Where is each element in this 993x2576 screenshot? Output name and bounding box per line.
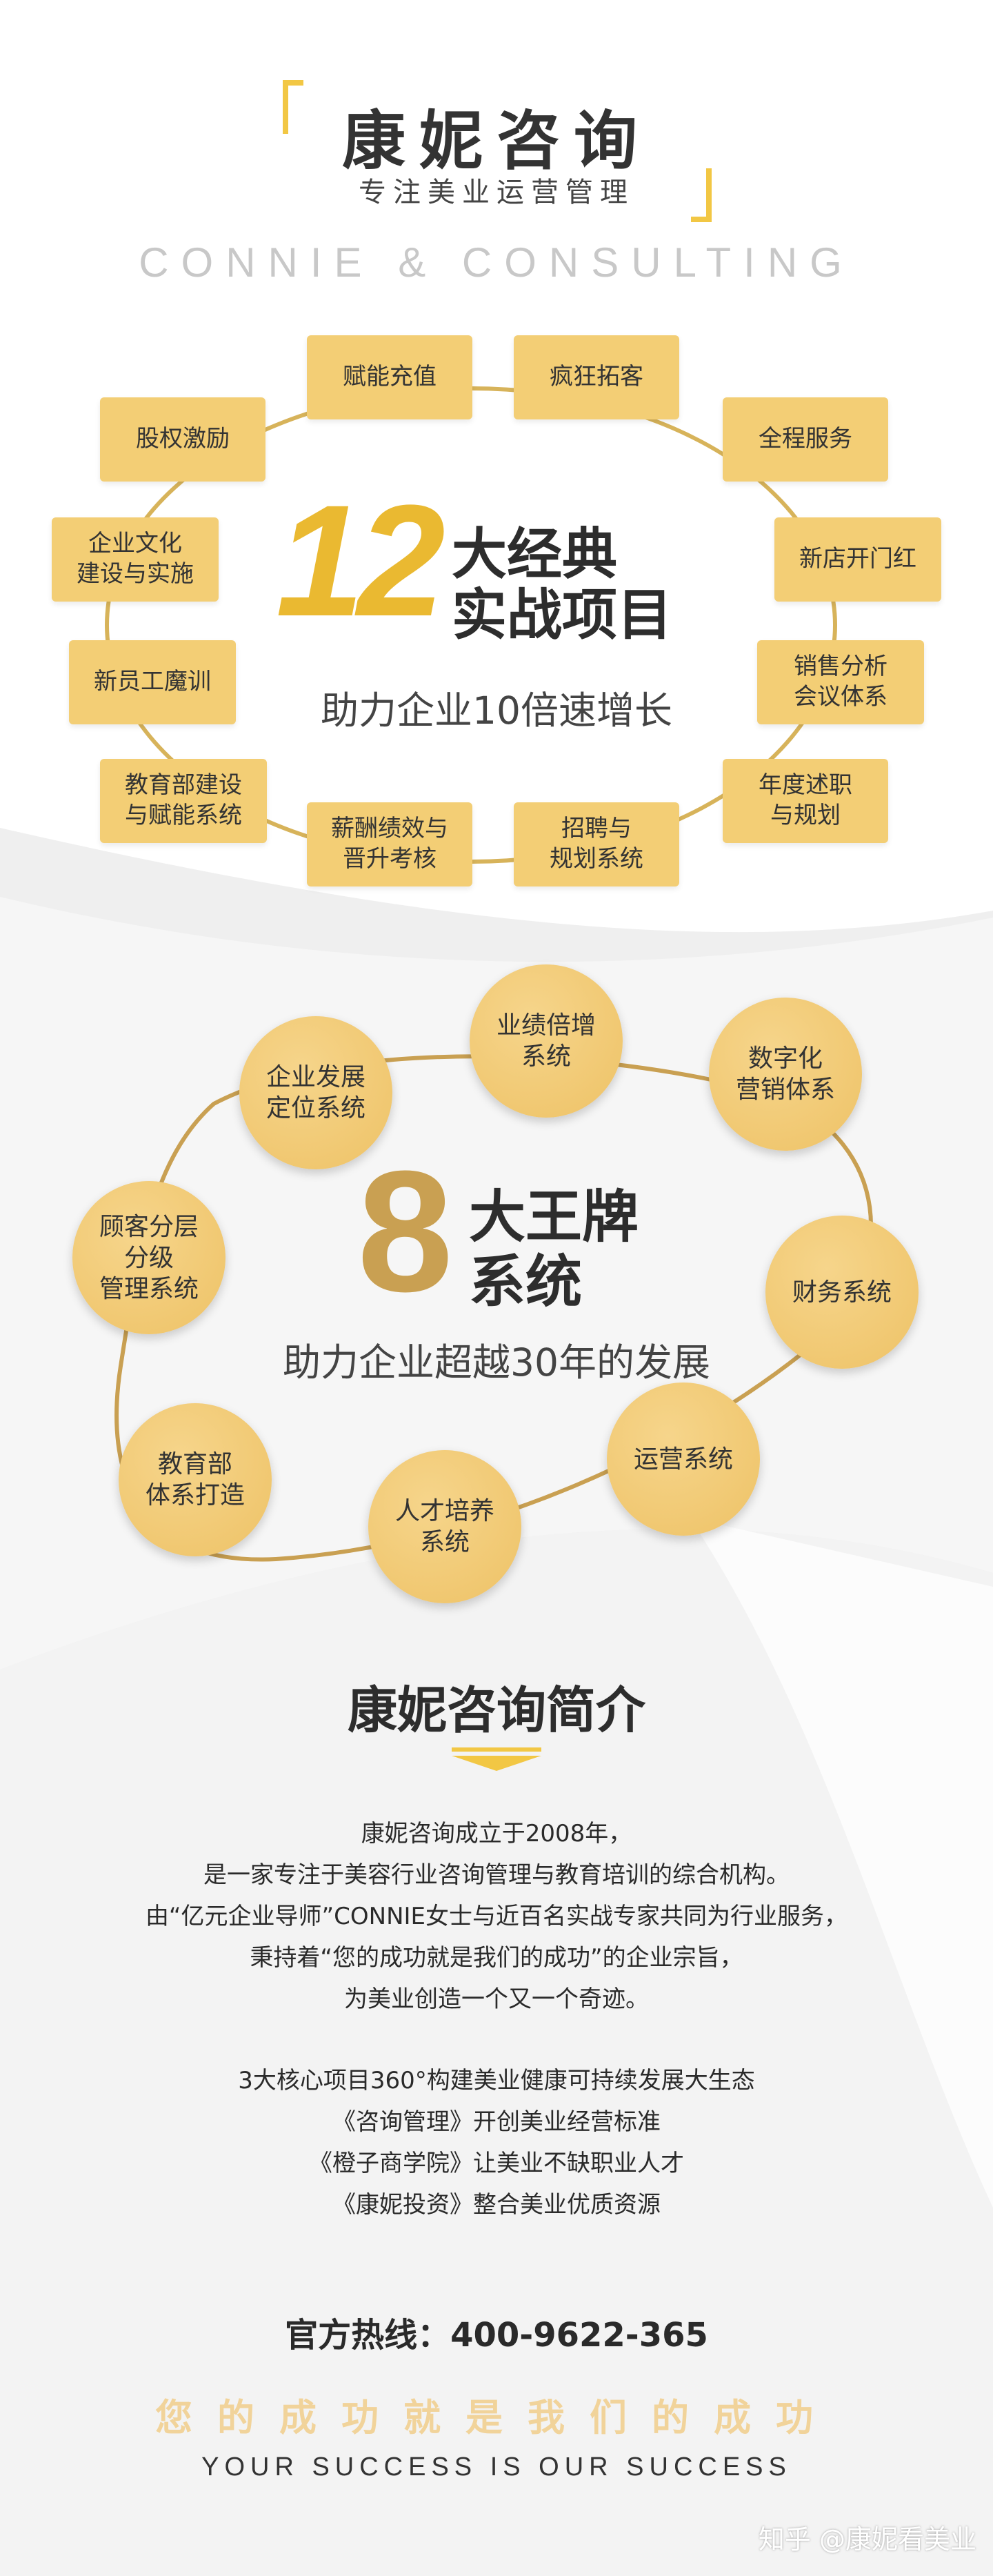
project-tag: 全程服务 (723, 397, 888, 482)
system-circle-label: 顾客分层 分级 管理系统 (99, 1212, 199, 1303)
project-tag-label: 全程服务 (759, 425, 852, 453)
project-tag-label: 疯狂拓客 (550, 363, 643, 391)
project-tag-label: 赋能充值 (343, 363, 437, 391)
brand-subtitle: 专注美业运营管理 (359, 177, 634, 208)
brand-english-name: CONNIE & CONSULTING (139, 239, 854, 286)
system-circle-label: 数字化 营销体系 (735, 1044, 835, 1104)
system-circle-label: 教育部 体系打造 (145, 1450, 245, 1509)
project-tag: 股权激励 (100, 397, 265, 482)
intro-title: 康妮咨询简介 (347, 1681, 645, 1739)
project-tag-label: 销售分析 会议体系 (794, 653, 887, 711)
system-circle-label: 财务系统 (792, 1278, 892, 1307)
number-8: 8 (357, 1135, 454, 1327)
system-circle: 业绩倍增 系统 (470, 964, 623, 1118)
project-tag: 企业文化 建设与实施 (52, 517, 219, 602)
bracket-right-decoration (691, 168, 712, 222)
project-tag: 疯狂拓客 (514, 335, 679, 419)
section8-title-line2: 系统 (469, 1249, 583, 1316)
project-tag-label: 教育部建设 与赋能系统 (125, 771, 242, 829)
number-12: 12 (276, 472, 445, 649)
intro-line: 《康妮投资》整合美业优质资源 (332, 2191, 661, 2219)
project-tag-label: 新店开门红 (799, 545, 916, 573)
project-tag: 新店开门红 (774, 517, 941, 602)
system-circle-label: 人才培养 系统 (394, 1497, 494, 1556)
hotline: 官方热线：400-9622-365 (285, 2316, 708, 2355)
system-circle: 数字化 营销体系 (709, 998, 862, 1151)
system-circle: 顾客分层 分级 管理系统 (72, 1181, 225, 1334)
project-tag-label: 股权激励 (136, 425, 230, 453)
intro-line: 是一家专注于美容行业咨询管理与教育培训的综合机构。 (203, 1861, 790, 1889)
section12-title: 大经典 实战项目 (452, 524, 672, 646)
system-circle: 教育部 体系打造 (119, 1403, 272, 1556)
chevron-down-icon (452, 1747, 541, 1771)
project-tag: 招聘与 规划系统 (514, 802, 679, 886)
bracket-left-decoration (283, 80, 303, 134)
project-tag: 新员工魔训 (69, 640, 236, 724)
intro-line: 由“亿元企业导师”CONNIE女士与近百名实战专家共同为行业服务， (145, 1903, 848, 1930)
watermark: 知乎 @康妮看美业 (758, 2524, 976, 2555)
slogan-en: YOUR SUCCESS IS OUR SUCCESS (201, 2453, 792, 2481)
section8-title-line1: 大王牌 (469, 1185, 639, 1250)
project-tag: 薪酬绩效与 晋升考核 (307, 802, 472, 886)
system-circle: 人才培养 系统 (368, 1450, 521, 1603)
system-circle-label: 业绩倍增 系统 (496, 1011, 596, 1071)
system-circle-label: 企业发展 定位系统 (265, 1063, 365, 1122)
brand-title: 康妮咨询 (341, 104, 651, 178)
project-tag: 赋能充值 (307, 335, 472, 419)
project-tag-label: 企业文化 建设与实施 (77, 530, 194, 588)
intro-line: 《咨询管理》开创美业经营标准 (332, 2108, 661, 2136)
intro-line: 为美业创造一个又一个奇迹。 (344, 1985, 649, 2013)
slogan-cn: 您的成功就是我们的成功 (155, 2396, 838, 2439)
intro-line: 秉持着“您的成功就是我们的成功”的企业宗旨， (250, 1944, 743, 1972)
intro-line: 3大核心项目360°构建美业健康可持续发展大生态 (238, 2067, 755, 2094)
system-circle: 企业发展 定位系统 (239, 1016, 392, 1169)
system-circle: 运营系统 (607, 1383, 760, 1536)
project-tag-label: 招聘与 规划系统 (550, 815, 643, 873)
intro-line: 《橙子商学院》让美业不缺职业人才 (309, 2150, 684, 2177)
system-circle: 财务系统 (765, 1216, 919, 1369)
project-tag-label: 新员工魔训 (94, 668, 211, 696)
section12-title-line1: 大经典 (452, 522, 617, 586)
project-tag: 教育部建设 与赋能系统 (100, 759, 267, 843)
intro-line: 康妮咨询成立于2008年， (361, 1820, 632, 1847)
section12-title-line2: 实战项目 (452, 583, 672, 647)
section12-subtitle: 助力企业10倍速增长 (321, 688, 672, 733)
project-tag-label: 薪酬绩效与 晋升考核 (331, 815, 448, 873)
project-tag-label: 年度述职 与规划 (759, 771, 852, 829)
project-tag: 销售分析 会议体系 (757, 640, 924, 724)
section8-title: 大王牌 系统 (469, 1185, 639, 1316)
project-tag: 年度述职 与规划 (723, 759, 888, 843)
system-circle-label: 运营系统 (633, 1445, 733, 1474)
section8-subtitle: 助力企业超越30年的发展 (283, 1340, 710, 1385)
